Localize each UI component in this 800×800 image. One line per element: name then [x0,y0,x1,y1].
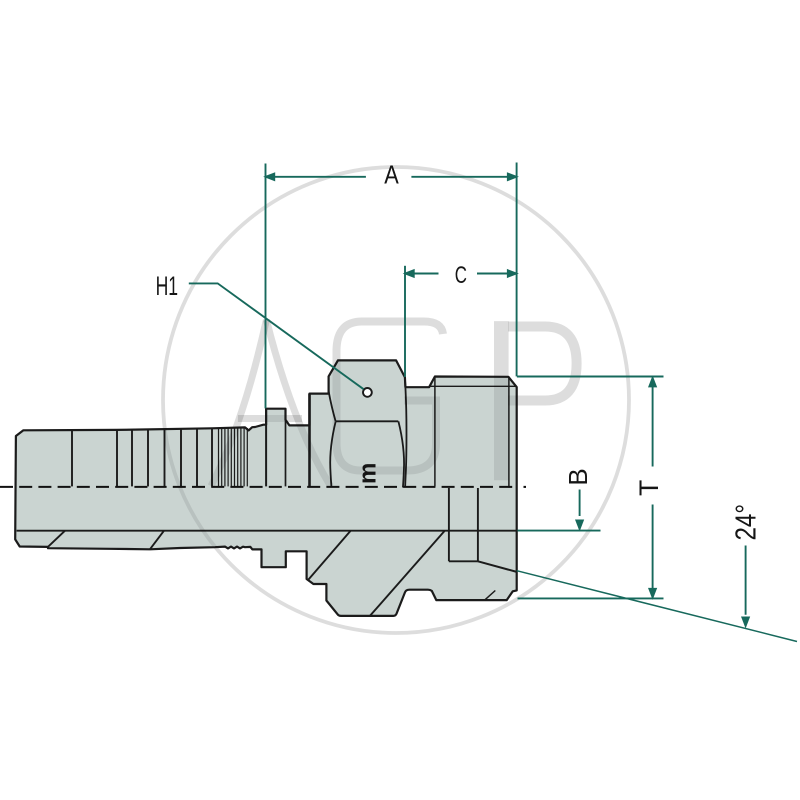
svg-text:A: A [384,161,399,189]
svg-text:T: T [634,480,664,496]
svg-text:C: C [455,262,467,289]
svg-text:B: B [563,468,593,485]
svg-text:H1: H1 [156,271,179,301]
svg-text:24°: 24° [730,504,762,541]
